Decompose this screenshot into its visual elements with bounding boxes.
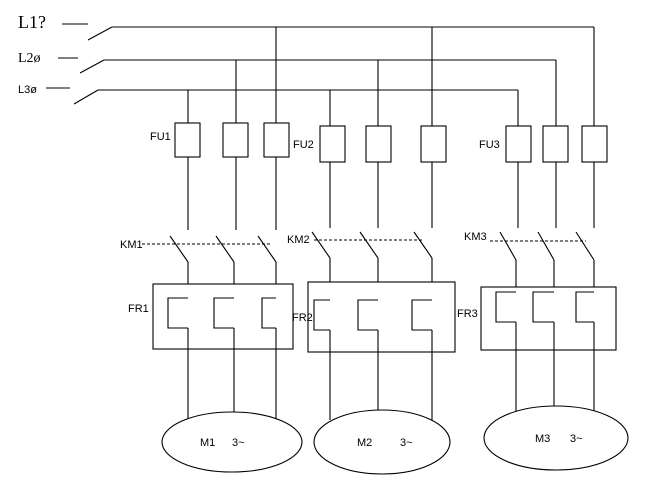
thermal-relay-2 <box>307 281 456 353</box>
contactor-label-3: KM3 <box>464 231 487 243</box>
relay-label-3: FR3 <box>457 308 478 320</box>
fuse-3b <box>542 125 569 163</box>
contactor-blade-3b <box>537 231 555 261</box>
phase-label-l3: L3ø <box>18 84 37 96</box>
fuse-3c <box>581 125 608 163</box>
motor-spec-3: 3~ <box>570 433 583 445</box>
thermal-relay-3 <box>480 286 617 351</box>
relay-element-1a <box>167 297 188 329</box>
contactor-blade-1b <box>215 235 235 263</box>
relay-element-1b <box>213 297 234 329</box>
contactor-blade-2a <box>311 231 331 259</box>
motor-branch-1: FU1 KM1 FR1 M1 3~ <box>120 27 303 473</box>
fuse-1c <box>263 122 290 158</box>
motor-1 <box>161 411 303 473</box>
motor-branch-3: FU3 KM3 FR3 M3 3~ <box>457 27 629 471</box>
fuse-label-1: FU1 <box>150 131 171 143</box>
fuse-2a <box>319 125 346 163</box>
contactor-label-2: KM2 <box>287 234 310 246</box>
motor-name-2: M2 <box>357 437 372 449</box>
contactor-blade-2b <box>359 231 379 259</box>
phase-label-l2: L2ø <box>18 51 41 66</box>
thermal-relay-1 <box>152 283 294 350</box>
relay-element-3b <box>532 291 554 323</box>
motor-3 <box>483 405 629 471</box>
relay-element-1c <box>261 297 276 329</box>
relay-element-2b <box>357 299 378 331</box>
main-switch-blade-l2 <box>79 59 105 74</box>
main-switch-blade-l3 <box>73 89 99 105</box>
relay-label-1: FR1 <box>128 303 149 315</box>
contactor-blade-1c <box>257 235 277 263</box>
relay-element-3c <box>575 291 594 323</box>
motor-2 <box>313 409 451 475</box>
phase-label-l1: L1? <box>18 12 46 32</box>
fuse-2c <box>420 125 447 163</box>
main-switch-blade-l1 <box>87 26 113 41</box>
fuse-1a <box>174 122 201 158</box>
fuse-label-3: FU3 <box>479 139 500 151</box>
relay-element-2a <box>313 299 330 331</box>
relay-element-2c <box>411 299 432 331</box>
relay-label-2: FR2 <box>292 312 313 324</box>
motor-branch-2: FU2 KM2 FR2 M2 3~ <box>287 27 456 475</box>
contactor-blade-2c <box>413 231 433 259</box>
contactor-blade-3a <box>499 231 517 261</box>
motor-name-3: M3 <box>535 433 550 445</box>
fuse-2b <box>365 125 392 163</box>
contactor-blade-1a <box>169 235 189 263</box>
contactor-label-1: KM1 <box>120 239 143 251</box>
contactor-blade-3c <box>575 231 595 261</box>
fuse-label-2: FU2 <box>293 139 314 151</box>
relay-element-3a <box>495 291 516 323</box>
motor-spec-2: 3~ <box>400 437 413 449</box>
fuse-1b <box>222 122 249 158</box>
fuse-3a <box>505 125 532 163</box>
motor-name-1: M1 <box>200 437 215 449</box>
motor-spec-1: 3~ <box>232 437 245 449</box>
